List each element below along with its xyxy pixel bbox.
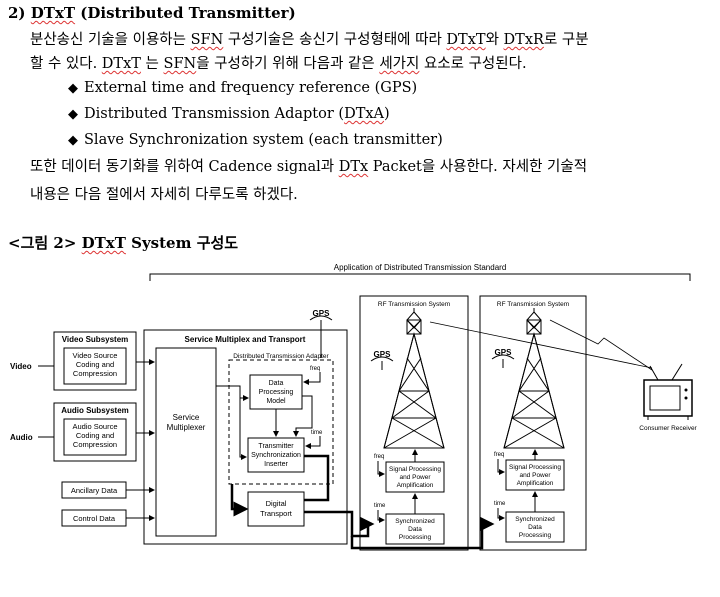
svg-text:Amplification: Amplification [397, 482, 434, 489]
transmission-tower-1-icon [383, 308, 445, 449]
svg-text:Data: Data [528, 524, 542, 531]
svg-text:Inserter: Inserter [264, 461, 288, 468]
transmission-tower-2-icon [503, 308, 565, 449]
svg-text:Video Source: Video Source [73, 351, 118, 360]
svg-text:Audio Subsystem: Audio Subsystem [61, 406, 129, 415]
rf-transmission-system-1: RF Transmission System GPS Signal Proces… [359, 295, 469, 551]
svg-text:Amplification: Amplification [517, 480, 554, 487]
svg-text:and Power: and Power [519, 472, 551, 479]
bullet-slave-sync: ◆Slave Synchronization system (each tran… [68, 132, 443, 148]
gps-receiver-dta: GPS [309, 309, 333, 358]
gps-receiver-1-label: GPS [374, 350, 392, 359]
detail-line-1: 또한 데이터 동기화를 위하여 Cadence signal과 DTx Pack… [30, 159, 588, 175]
svg-text:Processing: Processing [519, 532, 552, 539]
svg-text:Transmitter: Transmitter [258, 443, 294, 450]
control-data-box: Control Data [61, 509, 127, 527]
svg-text:Synchronized: Synchronized [515, 516, 555, 523]
diamond-bullet-icon: ◆ [68, 81, 78, 96]
service-multiplexer-box: Service Multiplexer [155, 347, 217, 537]
svg-text:time: time [374, 503, 386, 509]
intro-line-2: 할 수 있다. DTxT 는 SFN을 구성하기 위해 다음과 같은 세가지 요… [30, 56, 527, 72]
bullet-gps: ◆External time and frequency reference (… [68, 80, 418, 96]
svg-text:Model: Model [266, 398, 286, 405]
bullet-dtxa: ◆Distributed Transmission Adaptor (DTxA) [68, 106, 390, 122]
svg-text:Signal Processing: Signal Processing [389, 466, 441, 473]
gps-receiver-2-label: GPS [495, 348, 513, 357]
svg-text:Coding and: Coding and [76, 360, 114, 369]
svg-text:Digital: Digital [266, 499, 287, 508]
consumer-receiver-tv-icon: Consumer Receiver [639, 363, 698, 432]
transmitter-sync-inserter-box: Transmitter Synchronization Inserter [247, 437, 305, 473]
svg-text:Data: Data [408, 526, 422, 533]
svg-text:Video Subsystem: Video Subsystem [62, 335, 129, 344]
figure-caption: <그림 2> DTxT System 구성도 [8, 234, 239, 252]
svg-text:Control Data: Control Data [73, 514, 116, 523]
video-subsystem: Video Subsystem Video Source Coding and … [53, 331, 137, 391]
svg-text:Audio Source: Audio Source [72, 422, 117, 431]
application-bracket: Application of Distributed Transmission … [149, 263, 691, 281]
svg-text:Processing: Processing [399, 534, 432, 541]
dtxt-system-diagram: Application of Distributed Transmission … [10, 263, 698, 551]
svg-text:Synchronized: Synchronized [395, 518, 435, 525]
svg-text:Data: Data [269, 380, 284, 387]
service-multiplex-transport: Service Multiplex and Transport [143, 329, 348, 545]
distributed-transmission-adapter: Distributed Transmission Adapter [228, 353, 334, 485]
svg-text:Compression: Compression [73, 440, 117, 449]
svg-text:Service: Service [173, 413, 200, 422]
svg-text:Processing: Processing [259, 389, 294, 396]
svg-text:Consumer Receiver: Consumer Receiver [639, 425, 697, 432]
svg-text:Multiplexer: Multiplexer [167, 423, 206, 432]
diamond-bullet-icon: ◆ [68, 133, 78, 148]
svg-text:Compression: Compression [73, 369, 117, 378]
section-heading: 2) DTxT (Distributed Transmitter) [8, 4, 296, 22]
svg-text:Ancillary Data: Ancillary Data [71, 486, 118, 495]
svg-text:RF Transmission System: RF Transmission System [378, 301, 450, 308]
audio-subsystem: Audio Subsystem Audio Source Coding and … [53, 402, 137, 462]
svg-text:RF Transmission System: RF Transmission System [497, 301, 569, 308]
intro-line-1: 분산송신 기술을 이용하는 SFN 구성기술은 송신기 구성형태에 따라 DTx… [30, 32, 589, 48]
svg-text:freq: freq [494, 452, 504, 458]
data-processing-model-box: Data Processing Model [249, 374, 303, 410]
svg-text:Synchronization: Synchronization [251, 452, 301, 459]
svg-text:Service Multiplex and Transpor: Service Multiplex and Transport [185, 335, 306, 344]
svg-text:time: time [494, 501, 506, 507]
digital-transport-box: Digital Transport [247, 491, 305, 527]
detail-line-2: 내용은 다음 절에서 자세히 다루도록 하겠다. [30, 187, 298, 203]
svg-text:freq: freq [310, 366, 320, 372]
svg-text:freq: freq [374, 454, 384, 460]
svg-text:time: time [311, 430, 323, 436]
video-input-label: Video [10, 362, 32, 371]
diamond-bullet-icon: ◆ [68, 107, 78, 122]
svg-text:and Power: and Power [399, 474, 431, 481]
ancillary-data-box: Ancillary Data [61, 481, 127, 499]
svg-text:Application of Distributed Tra: Application of Distributed Transmission … [334, 263, 507, 272]
svg-text:Distributed Transmission Adapt: Distributed Transmission Adapter [233, 353, 329, 360]
audio-input-label: Audio [10, 433, 33, 442]
svg-text:Transport: Transport [260, 509, 293, 518]
svg-text:GPS: GPS [313, 309, 331, 318]
rf-transmission-system-2: RF Transmission System GPS Signal Proces… [479, 295, 587, 551]
svg-text:Coding and: Coding and [76, 431, 114, 440]
svg-text:Signal Processing: Signal Processing [509, 464, 561, 471]
